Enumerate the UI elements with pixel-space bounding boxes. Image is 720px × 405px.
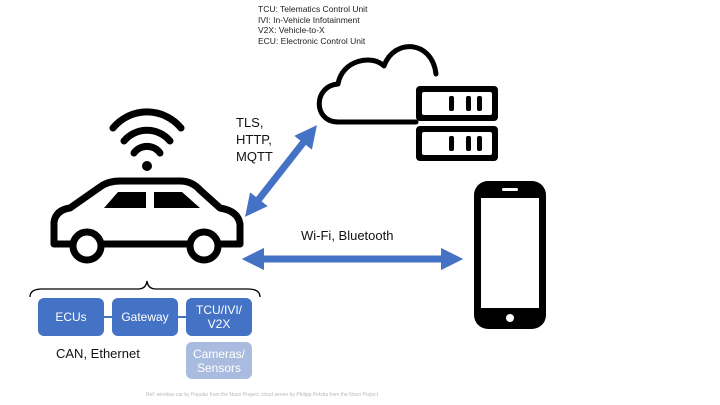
protocol-tls: TLS, bbox=[236, 115, 264, 130]
cloud-icon bbox=[316, 44, 439, 125]
cloud-link-arrow bbox=[245, 125, 317, 217]
ecus-box: ECUs bbox=[38, 298, 104, 336]
legend-v2x: V2X: Vehicle-to-X bbox=[258, 25, 325, 35]
legend-ivi: IVI: In-Vehicle Infotainment bbox=[258, 14, 360, 25]
icon-credit: Ref: wireless car by Popular from the No… bbox=[146, 392, 379, 398]
wireless-link-label: Wi-Fi, Bluetooth bbox=[301, 228, 394, 243]
gateway-label: Gateway bbox=[121, 310, 169, 324]
car-icon bbox=[50, 177, 244, 264]
server-icon bbox=[416, 86, 498, 161]
protocol-mqtt: MQTT bbox=[236, 149, 273, 164]
wireless-signal-icon bbox=[109, 108, 185, 171]
legend-ecu: ECU: Electronic Control Unit bbox=[258, 35, 366, 46]
tcu-label-line2: V2X bbox=[207, 317, 231, 331]
cameras-label-line2: Sensors bbox=[196, 360, 241, 375]
gateway-box: Gateway bbox=[112, 298, 178, 336]
cameras-label-line1: Cameras/ bbox=[192, 346, 245, 361]
vehicle-bus-label: CAN, Ethernet bbox=[56, 346, 140, 361]
legend-tcu: TCU: Telematics Control Unit bbox=[258, 4, 368, 14]
abbreviation-legend: TCU: Telematics Control Unit IVI: In-Veh… bbox=[258, 4, 367, 46]
in-vehicle-brace bbox=[29, 280, 261, 298]
cameras-sensors-box: Cameras/ Sensors bbox=[186, 342, 252, 379]
tcu-ivi-v2x-box: TCU/IVI/ V2X bbox=[186, 298, 252, 336]
protocol-http: HTTP, bbox=[236, 132, 272, 147]
smartphone-icon bbox=[474, 181, 546, 329]
cloud-protocols-label: TLS, HTTP, MQTT bbox=[236, 114, 273, 165]
ecus-label: ECUs bbox=[55, 310, 87, 324]
tcu-label-line1: TCU/IVI/ bbox=[195, 303, 242, 317]
